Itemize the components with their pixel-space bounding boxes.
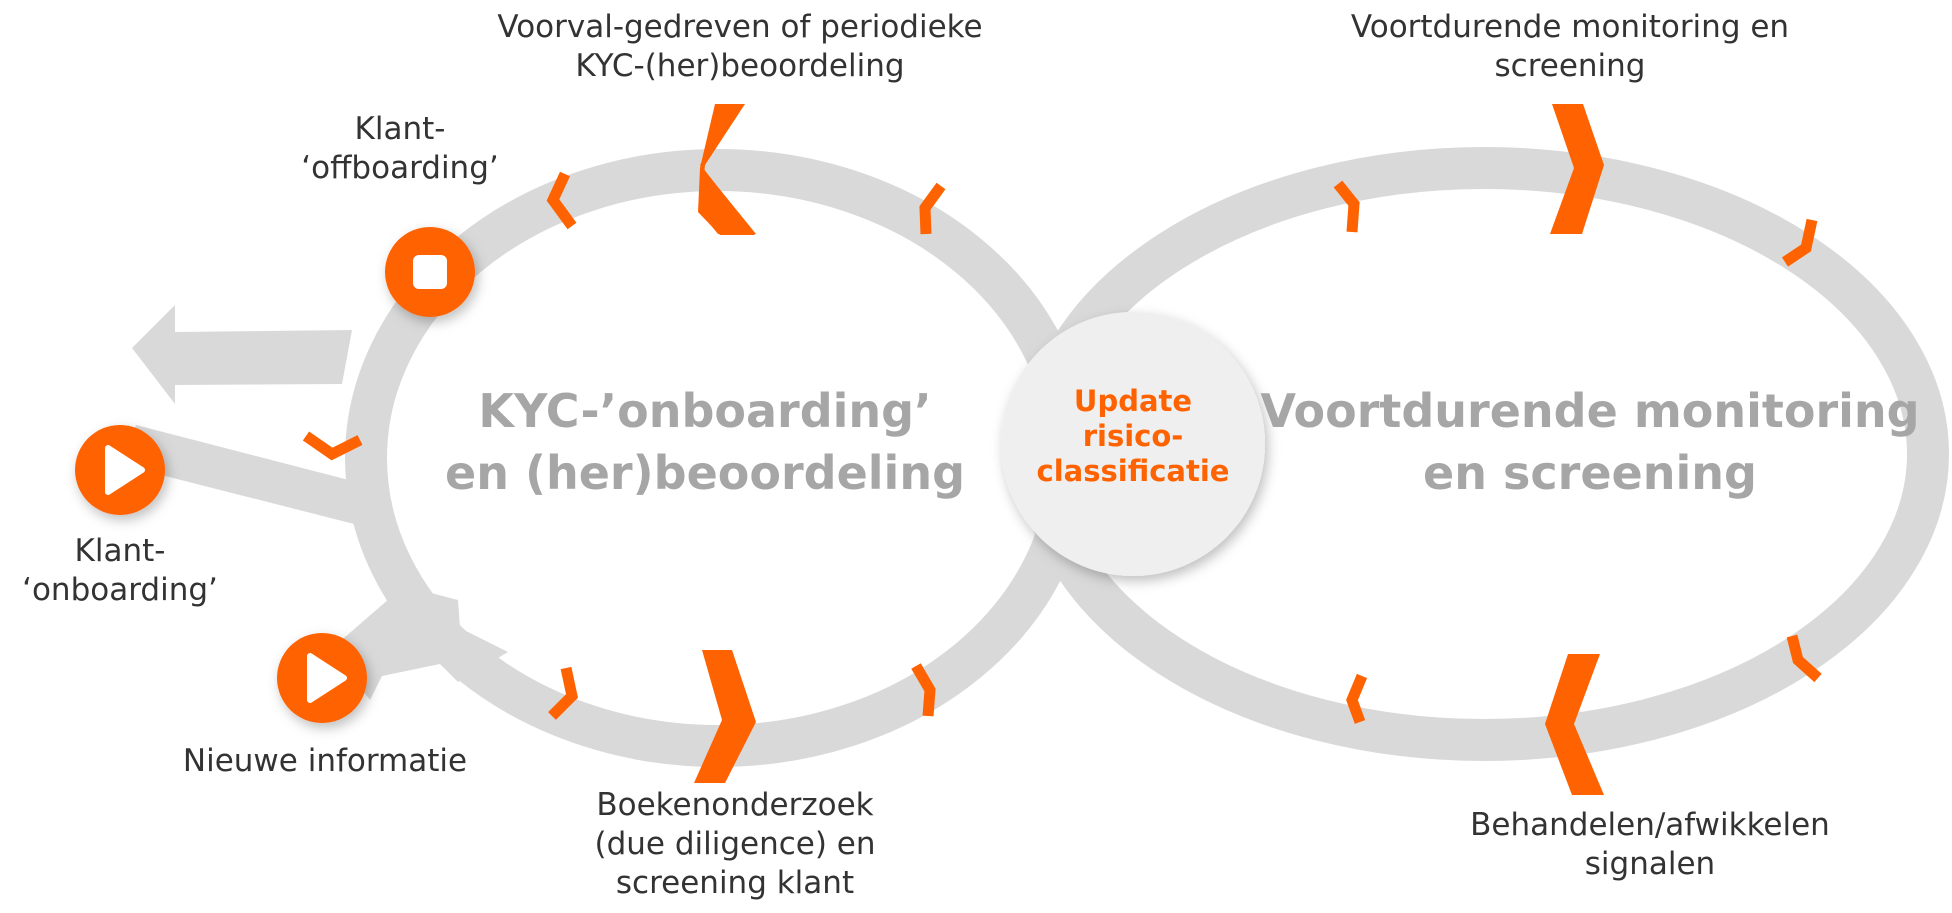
small-chevron-7: [911, 663, 936, 717]
chevron-bottom-right: [1545, 654, 1604, 795]
small-chevron-9: [1786, 634, 1822, 683]
small-chevron-4: [1781, 218, 1818, 267]
label-bottom-left: Boekenonderzoek (due diligence) en scree…: [594, 787, 876, 901]
label-top-left: Voorval-gedreven of periodieke KYC-(her)…: [497, 9, 983, 84]
new-info-entry-arrow: [330, 586, 508, 700]
exit-arrow: [132, 305, 352, 404]
chevron-top-left-body: [698, 104, 755, 235]
play-icon: [75, 425, 165, 515]
hub-text: Update risico- classificatie: [1036, 384, 1230, 488]
small-chevron-8: [1346, 673, 1368, 724]
label-new-info: Nieuwe informatie: [182, 743, 468, 779]
stop-icon: [385, 227, 475, 317]
small-chevron-5: [302, 431, 363, 461]
right-loop-title: Voortdurende monitoring en screening: [1260, 384, 1920, 500]
onboarding-entry-band: [122, 425, 372, 525]
small-chevron-3: [1333, 180, 1360, 233]
label-offboarding: Klant- ‘offboarding’: [301, 111, 499, 186]
left-loop-title: KYC-’onboarding’ en (her)beoordeling: [445, 384, 965, 500]
chevron-bottom-left: [694, 650, 756, 783]
center-hub: [1001, 312, 1265, 576]
label-bottom-right: Behandelen/afwikkelen signalen: [1470, 807, 1830, 882]
new-info-play-icon: [277, 633, 367, 723]
label-onboarding: Klant- ‘onboarding’: [22, 533, 218, 608]
chevron-top-right: [1550, 104, 1604, 234]
small-chevron-6: [548, 666, 579, 720]
small-chevron-1: [546, 171, 577, 230]
small-chevron-2: [919, 182, 946, 235]
label-top-right: Voortdurende monitoring en screening: [1350, 9, 1790, 84]
